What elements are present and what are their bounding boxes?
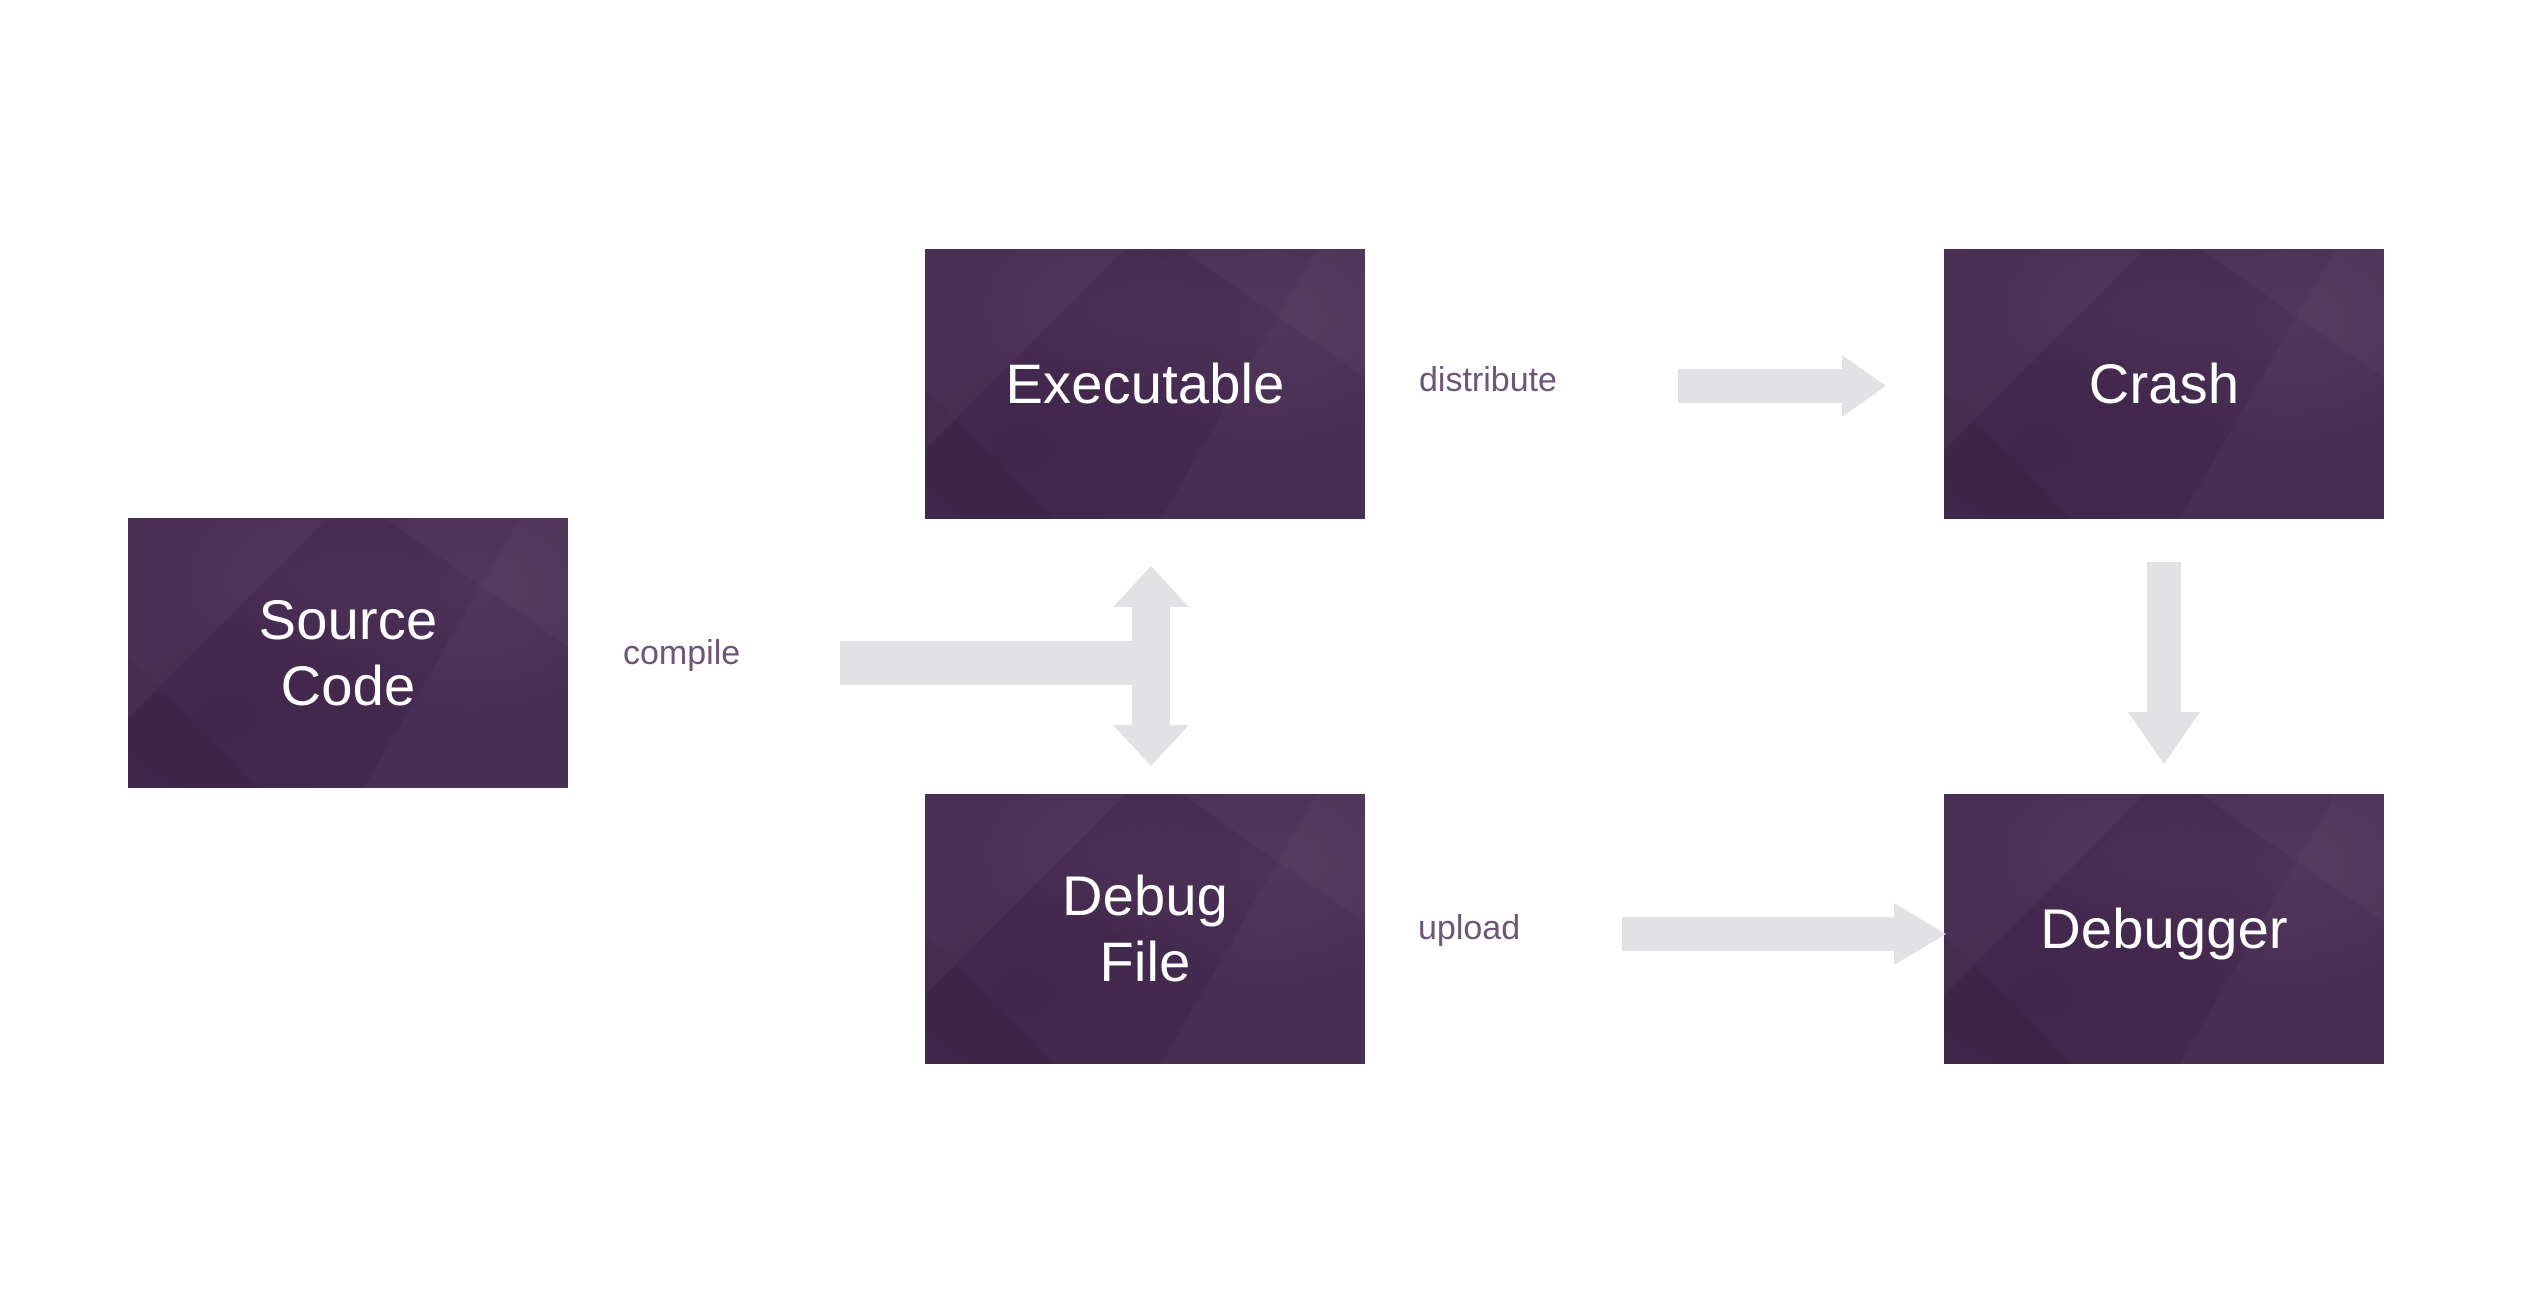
- node-debugger[interactable]: Debugger: [1944, 794, 2384, 1064]
- node-executable-label: Executable: [1005, 351, 1285, 415]
- edge-label-upload: upload: [1418, 909, 1521, 947]
- node-debug-file[interactable]: Debug File: [925, 794, 1365, 1064]
- arrow-compile-double-vertical: [840, 560, 1192, 772]
- node-executable[interactable]: Executable: [925, 249, 1365, 519]
- node-crash-label: Crash: [2088, 351, 2240, 415]
- edge-label-compile: compile: [623, 634, 741, 672]
- arrow-distribute-right: [1678, 355, 1886, 417]
- node-source-code-label: Source Code: [258, 587, 438, 717]
- node-crash[interactable]: Crash: [1944, 249, 2384, 519]
- edge-label-distribute: distribute: [1419, 361, 1557, 399]
- node-source-code[interactable]: Source Code: [128, 518, 568, 788]
- node-debug-file-label: Debug File: [1061, 863, 1229, 993]
- node-debugger-label: Debugger: [2040, 896, 2288, 960]
- arrow-crash-to-debugger-down: [2128, 562, 2200, 764]
- arrow-upload-right: [1622, 903, 1946, 965]
